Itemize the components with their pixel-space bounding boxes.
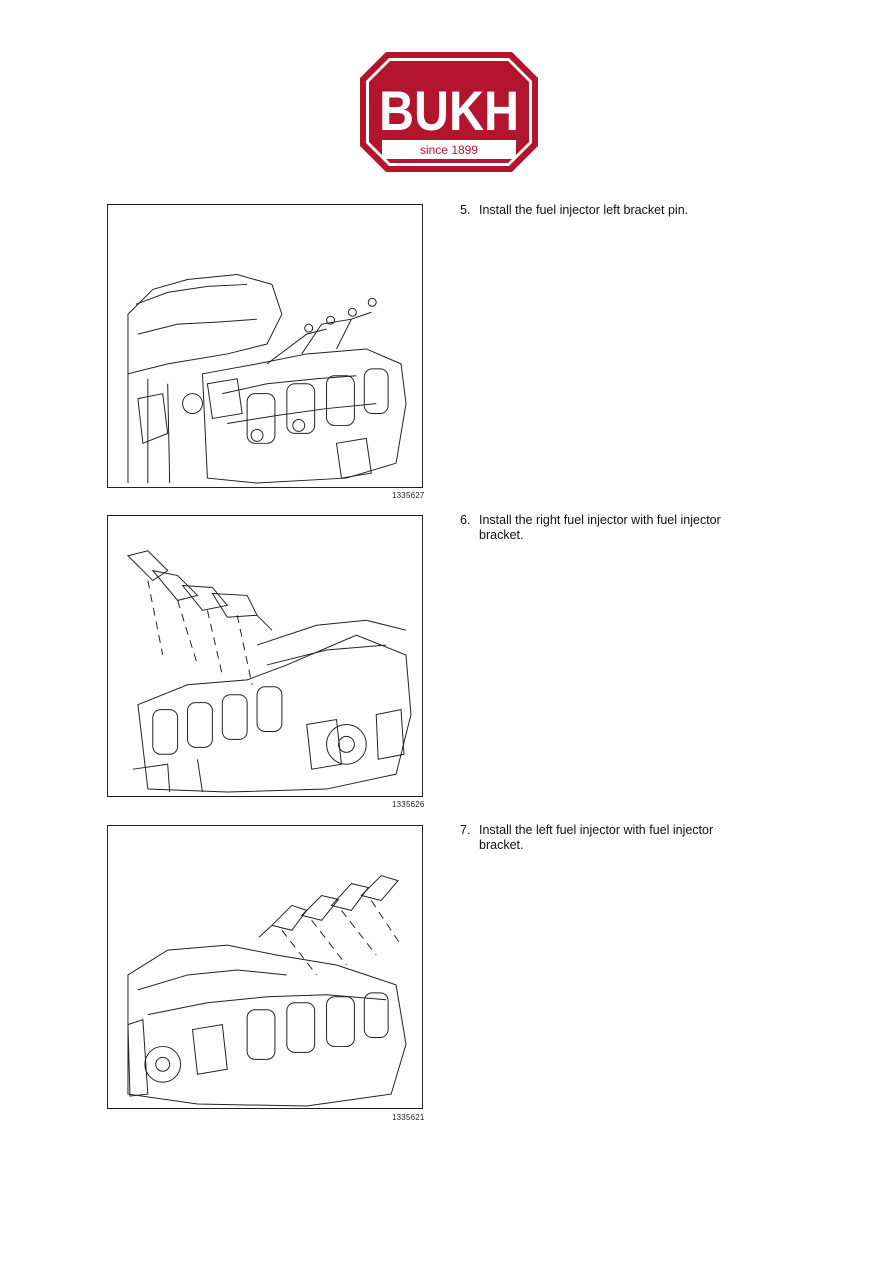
step-text-continued: bracket. [479,528,524,542]
bukh-logo: BUKH since 1899 [358,50,540,174]
engine-illustration [127,274,407,484]
engine-illustration [127,875,407,1107]
figure-left-injector [107,825,423,1109]
figure-right-injector [107,515,423,797]
figure-id: 1335627 [392,491,425,500]
step-text: Install the left fuel injector with fuel… [479,823,714,837]
logo-wordmark: BUKH [379,79,519,142]
step-number: 5. [460,203,471,217]
figure-id: 1335621 [392,1113,425,1122]
figure-left-bracket-pin [107,204,423,488]
engine-illustration [127,550,412,793]
instruction-step: 6. Install the right fuel injector with f… [460,513,780,543]
instruction-step: 7. Install the left fuel injector with fu… [460,823,780,853]
logo-tagline: since 1899 [420,143,478,157]
step-number: 7. [460,823,471,837]
figure-id: 1335626 [392,800,425,809]
step-text: Install the right fuel injector with fue… [479,513,721,527]
step-text-continued: bracket. [479,838,524,852]
step-number: 6. [460,513,471,527]
instruction-step: 5. Install the fuel injector left bracket… [460,203,780,218]
logo-badge: BUKH since 1899 [360,52,538,172]
step-text: Install the fuel injector left bracket p… [479,203,689,217]
